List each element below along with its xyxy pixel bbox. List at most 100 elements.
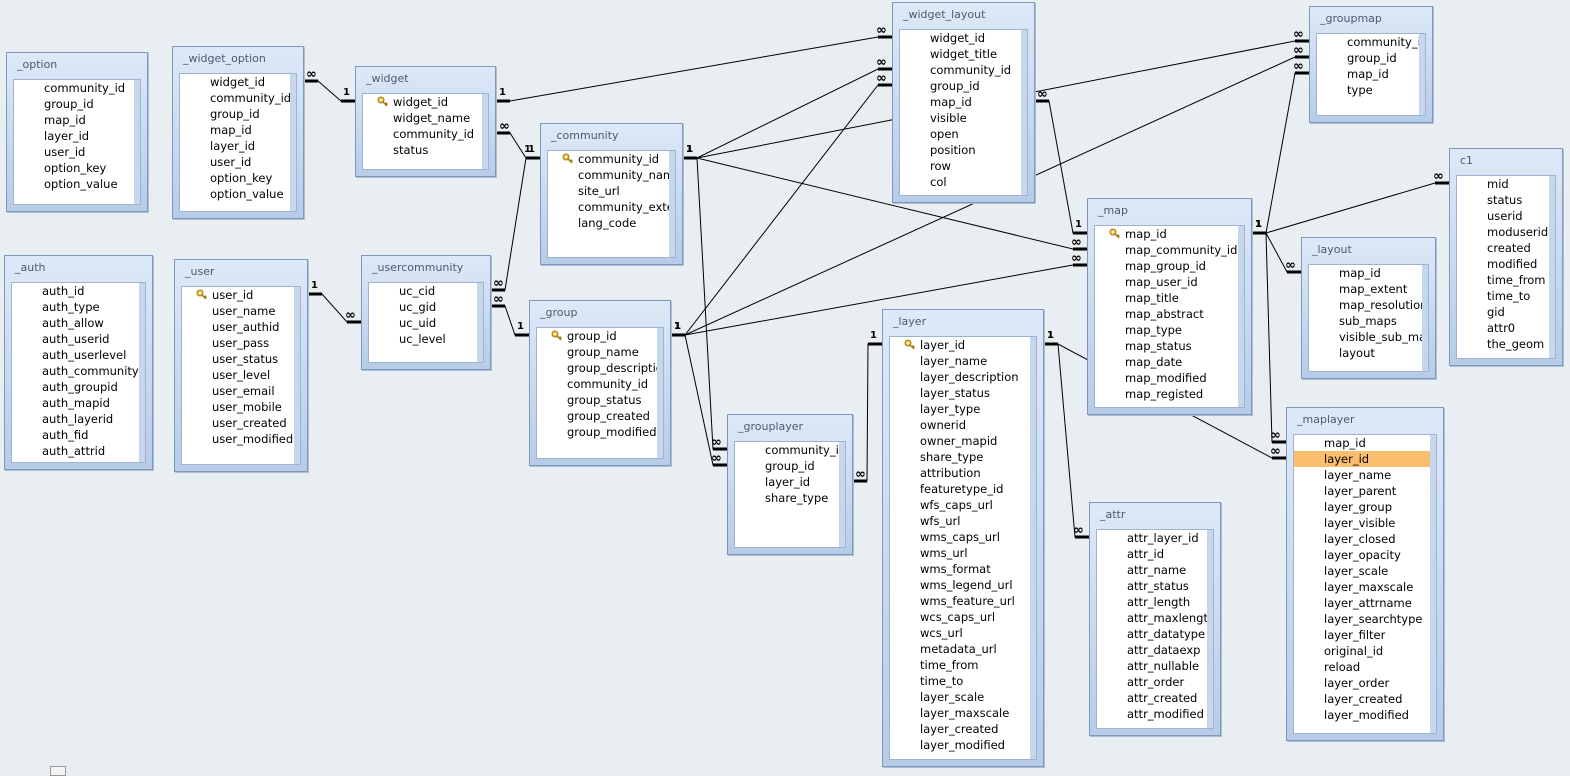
column-row[interactable]: layer_order (1294, 675, 1436, 691)
column-row[interactable]: layer_attrname (1294, 595, 1436, 611)
table-title[interactable]: _community (551, 129, 619, 142)
column-row[interactable]: layer_description (890, 369, 1036, 385)
column-row[interactable]: attr_modified (1097, 706, 1213, 722)
column-row[interactable]: community_id (537, 376, 663, 392)
column-row[interactable]: group_status (537, 392, 663, 408)
column-row[interactable]: status (1457, 192, 1555, 208)
column-row[interactable]: map_id (180, 122, 296, 138)
column-row[interactable]: auth_userid (12, 331, 145, 347)
column-row[interactable]: layer_type (890, 401, 1036, 417)
column-row[interactable]: community_id (900, 62, 1027, 78)
column-row[interactable]: time_to (1457, 288, 1555, 304)
column-row[interactable]: uc_gid (369, 299, 483, 315)
column-row[interactable]: uc_cid (369, 283, 483, 299)
column-row[interactable]: attr_status (1097, 578, 1213, 594)
column-row[interactable]: community_id (735, 442, 845, 458)
column-row[interactable]: map_date (1095, 354, 1244, 370)
column-row[interactable]: user_mobile (182, 399, 300, 415)
column-row[interactable]: auth_fid (12, 427, 145, 443)
table-title[interactable]: _group (540, 306, 578, 319)
column-row[interactable]: widget_id (900, 30, 1027, 46)
column-row[interactable]: row (900, 158, 1027, 174)
table-title[interactable]: _auth (15, 261, 46, 274)
table-title[interactable]: _widget (366, 72, 409, 85)
column-row[interactable]: layer_id (735, 474, 845, 490)
column-row[interactable]: layer_visible (1294, 515, 1436, 531)
column-row[interactable]: sub_maps (1309, 313, 1428, 329)
column-row[interactable]: ownerid (890, 417, 1036, 433)
column-row[interactable]: group_id (735, 458, 845, 474)
column-row[interactable]: widget_name (363, 110, 488, 126)
column-row[interactable]: attribution (890, 465, 1036, 481)
column-row[interactable]: community_extent (548, 199, 675, 215)
table-title[interactable]: _layer (893, 315, 927, 328)
column-row[interactable]: widget_id (363, 94, 488, 110)
column-row[interactable]: wfs_caps_url (890, 497, 1036, 513)
table-title[interactable]: _maplayer (1297, 413, 1355, 426)
column-row[interactable]: layer_searchtype (1294, 611, 1436, 627)
column-row[interactable]: community_id (14, 80, 140, 96)
column-row[interactable]: group_created (537, 408, 663, 424)
column-row[interactable]: community_id (363, 126, 488, 142)
column-row[interactable]: position (900, 142, 1027, 158)
column-row[interactable]: time_to (890, 673, 1036, 689)
column-row[interactable]: auth_allow (12, 315, 145, 331)
column-row[interactable]: group_id (1317, 50, 1425, 66)
column-row[interactable]: auth_mapid (12, 395, 145, 411)
column-row[interactable]: wms_feature_url (890, 593, 1036, 609)
column-row[interactable]: user_email (182, 383, 300, 399)
column-row[interactable]: status (363, 142, 488, 158)
column-row[interactable]: auth_type (12, 299, 145, 315)
table-title[interactable]: _groupmap (1320, 12, 1382, 25)
column-row[interactable]: option_key (14, 160, 140, 176)
column-row[interactable]: visible_sub_map (1309, 329, 1428, 345)
column-row[interactable]: map_title (1095, 290, 1244, 306)
column-row[interactable]: layer_id (180, 138, 296, 154)
column-row[interactable]: userid (1457, 208, 1555, 224)
table-title[interactable]: _attr (1100, 508, 1126, 521)
column-row[interactable]: time_from (890, 657, 1036, 673)
column-row[interactable]: group_id (537, 328, 663, 344)
column-row[interactable]: original_id (1294, 643, 1436, 659)
column-row[interactable]: community_name (548, 167, 675, 183)
table-title[interactable]: _map (1098, 204, 1128, 217)
column-row[interactable]: layer_parent (1294, 483, 1436, 499)
column-row[interactable]: attr_name (1097, 562, 1213, 578)
column-row[interactable]: user_authid (182, 319, 300, 335)
column-row[interactable]: map_type (1095, 322, 1244, 338)
scroll-handle[interactable] (50, 766, 66, 776)
column-row[interactable]: mid (1457, 176, 1555, 192)
column-row[interactable]: attr0 (1457, 320, 1555, 336)
column-row[interactable]: layer_name (1294, 467, 1436, 483)
column-row[interactable]: open (900, 126, 1027, 142)
column-row[interactable]: gid (1457, 304, 1555, 320)
column-row[interactable]: user_id (180, 154, 296, 170)
column-row[interactable]: share_type (890, 449, 1036, 465)
column-row[interactable]: modified (1457, 256, 1555, 272)
column-row[interactable]: created (1457, 240, 1555, 256)
column-row[interactable]: wms_format (890, 561, 1036, 577)
column-row[interactable]: group_id (14, 96, 140, 112)
column-row[interactable]: attr_maxlength (1097, 610, 1213, 626)
column-row[interactable]: group_name (537, 344, 663, 360)
table-title[interactable]: _usercommunity (372, 261, 464, 274)
column-row[interactable]: user_id (14, 144, 140, 160)
column-row[interactable]: user_level (182, 367, 300, 383)
column-row[interactable]: map_id (900, 94, 1027, 110)
column-row[interactable]: layer_maxscale (890, 705, 1036, 721)
column-row[interactable]: attr_length (1097, 594, 1213, 610)
column-row[interactable]: user_status (182, 351, 300, 367)
column-row[interactable]: moduserid (1457, 224, 1555, 240)
column-row[interactable]: auth_communityid (12, 363, 145, 379)
column-row[interactable]: attr_nullable (1097, 658, 1213, 674)
column-row[interactable]: layer_created (890, 721, 1036, 737)
